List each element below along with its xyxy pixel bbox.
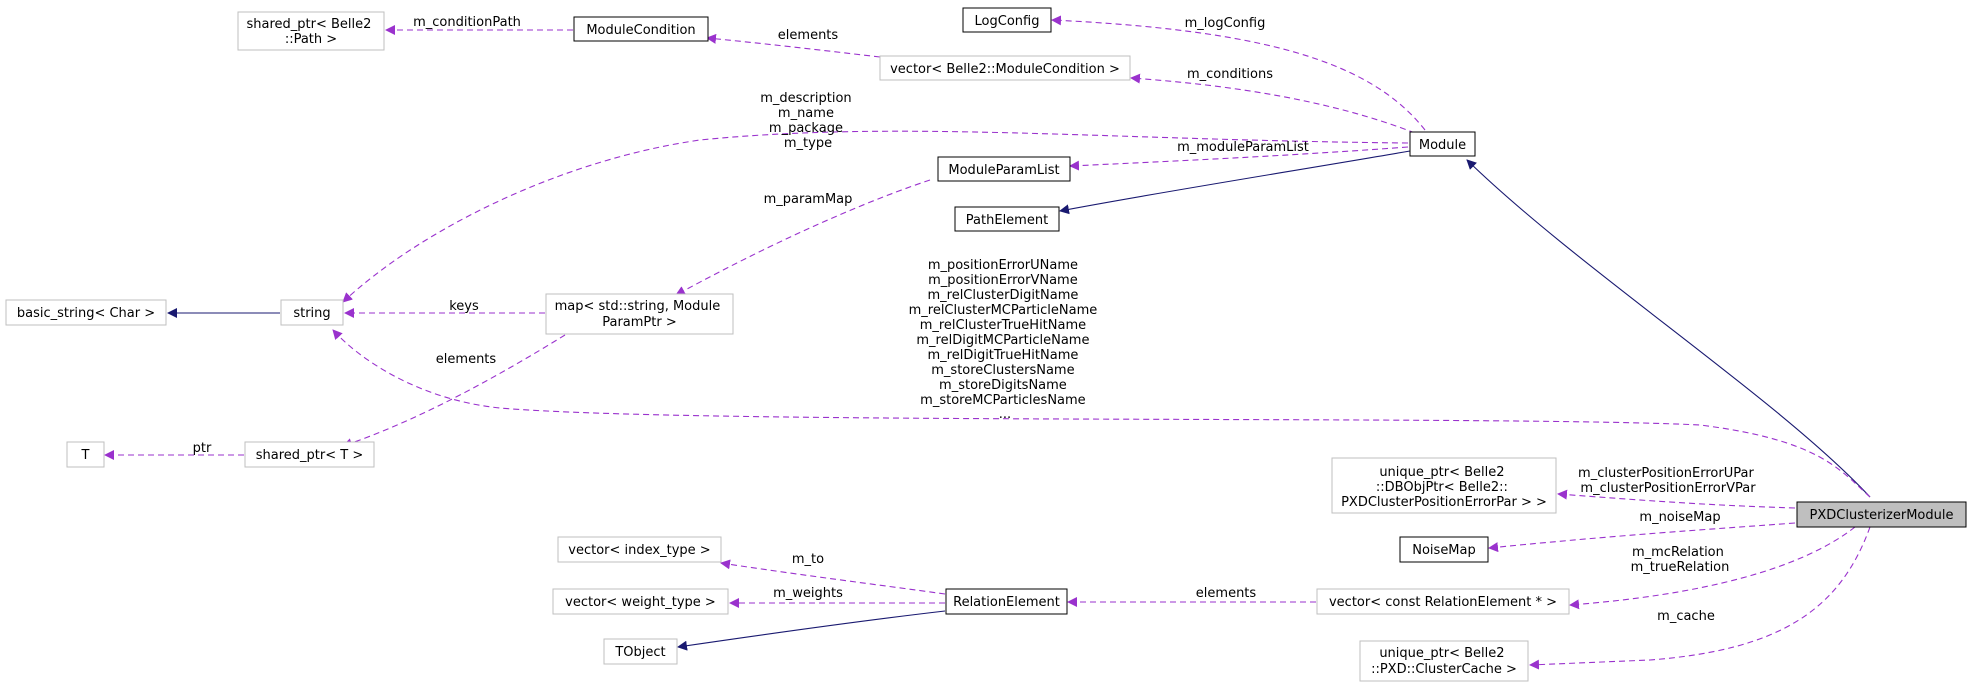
node-vector-indextype[interactable]: vector< index_type > bbox=[557, 536, 722, 563]
node-label: TObject bbox=[614, 645, 665, 660]
node-label: RelationElement bbox=[953, 595, 1060, 610]
node-tobject[interactable]: TObject bbox=[603, 638, 678, 665]
edge-label-cluster-position-error: m_clusterPositionErrorUPar m_clusterPosi… bbox=[1578, 466, 1758, 496]
node-sharedptr-t[interactable]: shared_ptr< T > bbox=[244, 441, 375, 468]
edge-label-elements-relation: elements bbox=[1196, 586, 1257, 601]
edge-label-m-conditions: m_conditions bbox=[1187, 67, 1273, 82]
node-pxdclusterizermodule[interactable]: PXDClusterizerModule bbox=[1796, 501, 1967, 528]
node-label: ModuleCondition bbox=[586, 23, 695, 38]
edge-label-m-to: m_to bbox=[792, 552, 824, 567]
node-vector-weighttype[interactable]: vector< weight_type > bbox=[552, 588, 729, 615]
node-label: PathElement bbox=[966, 213, 1048, 228]
edge-pxdclusterizer-inherits-module bbox=[1466, 159, 1871, 498]
node-label: shared_ptr< Belle2 ::Path > bbox=[246, 17, 375, 47]
edge-module-logconfig bbox=[1051, 15, 1426, 131]
node-label: unique_ptr< Belle2 ::DBObjPtr< Belle2:: … bbox=[1341, 465, 1547, 510]
node-label: vector< index_type > bbox=[568, 543, 710, 558]
node-label: PXDClusterizerModule bbox=[1810, 508, 1954, 523]
edge-module-conditions bbox=[1130, 73, 1416, 134]
node-modulecondition[interactable]: ModuleCondition bbox=[573, 16, 709, 42]
node-label: LogConfig bbox=[975, 14, 1040, 29]
edge-label-elements-conditions: elements bbox=[778, 28, 839, 43]
edge-vector-condition-elements bbox=[706, 33, 881, 58]
edge-label-m-logconfig: m_logConfig bbox=[1185, 16, 1266, 31]
node-label: string bbox=[293, 306, 330, 321]
node-sharedptr-path[interactable]: shared_ptr< Belle2 ::Path > bbox=[237, 11, 385, 51]
node-logconfig[interactable]: LogConfig bbox=[962, 7, 1052, 33]
node-noisemap[interactable]: NoiseMap bbox=[1399, 536, 1489, 563]
node-label: unique_ptr< Belle2 ::PXD::ClusterCache > bbox=[1371, 646, 1517, 677]
node-basicstring[interactable]: basic_string< Char > bbox=[5, 299, 167, 326]
edge-module-string-members bbox=[342, 130, 1409, 303]
node-t[interactable]: T bbox=[66, 441, 105, 468]
node-label: shared_ptr< T > bbox=[256, 448, 363, 463]
node-pathelement[interactable]: PathElement bbox=[954, 206, 1060, 232]
edge-relationelement-inherits-tobject bbox=[677, 610, 946, 651]
edge-label-m-moduleparamlist: m_moduleParamList bbox=[1177, 140, 1309, 155]
node-label: NoiseMap bbox=[1412, 543, 1476, 558]
edge-label-string-members: m_description m_name m_package m_type bbox=[760, 91, 856, 151]
node-module[interactable]: Module bbox=[1409, 131, 1476, 157]
edge-module-paramlist bbox=[1069, 146, 1409, 171]
edge-pxdclusterizer-string-names bbox=[332, 329, 1871, 498]
node-label: Module bbox=[1419, 138, 1466, 153]
node-label: map< std::string, Module ParamPtr > bbox=[555, 299, 725, 330]
node-vector-relationelement[interactable]: vector< const RelationElement * > bbox=[1316, 588, 1570, 615]
edge-label-m-noisemap: m_noiseMap bbox=[1639, 510, 1720, 525]
node-label: ModuleParamList bbox=[948, 163, 1059, 178]
node-label: T bbox=[81, 448, 90, 463]
edge-label-mc-relation: m_mcRelation m_trueRelation bbox=[1631, 545, 1730, 575]
node-label: vector< Belle2::ModuleCondition > bbox=[890, 62, 1120, 77]
node-map-moduleparam[interactable]: map< std::string, Module ParamPtr > bbox=[545, 293, 734, 335]
edge-pxdclusterizer-uniqueptr-dbobj bbox=[1557, 489, 1796, 509]
edge-label-keys: keys bbox=[449, 299, 479, 314]
edge-map-sharedptr-elements bbox=[342, 334, 566, 448]
edge-label-m-conditionpath: m_conditionPath bbox=[413, 15, 521, 30]
edge-label-ptr: ptr bbox=[193, 441, 212, 456]
node-uniqueptr-clustercache[interactable]: unique_ptr< Belle2 ::PXD::ClusterCache > bbox=[1359, 640, 1529, 682]
edge-label-elements-shared: elements bbox=[436, 352, 497, 367]
node-vector-modulecondition[interactable]: vector< Belle2::ModuleCondition > bbox=[879, 55, 1131, 81]
edge-label-m-parammap: m_paramMap bbox=[764, 192, 853, 207]
node-label: basic_string< Char > bbox=[17, 306, 155, 321]
node-relationelement[interactable]: RelationElement bbox=[945, 588, 1068, 615]
edge-label-name-members: m_positionErrorUName m_positionErrorVNam… bbox=[909, 258, 1102, 422]
node-label: vector< const RelationElement * > bbox=[1329, 595, 1557, 610]
edge-label-m-weights: m_weights bbox=[773, 586, 843, 601]
edge-relationelement-to bbox=[720, 559, 946, 595]
edge-label-m-cache: m_cache bbox=[1657, 609, 1715, 624]
edge-module-inherits-pathelement bbox=[1059, 150, 1411, 215]
edge-pxdclusterizer-cache bbox=[1529, 526, 1871, 670]
node-label: vector< weight_type > bbox=[565, 595, 716, 610]
node-moduleparamlist[interactable]: ModuleParamList bbox=[937, 156, 1071, 182]
node-string[interactable]: string bbox=[280, 299, 344, 326]
node-uniqueptr-dbobj[interactable]: unique_ptr< Belle2 ::DBObjPtr< Belle2:: … bbox=[1331, 457, 1557, 514]
